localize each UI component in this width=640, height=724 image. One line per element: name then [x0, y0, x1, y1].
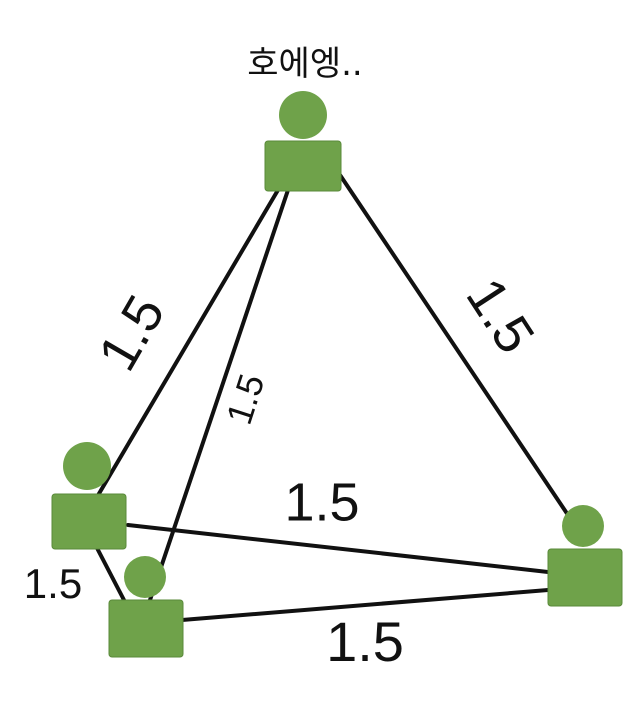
edge-top-right — [336, 170, 570, 517]
edge-label-left-right: 1.5 — [284, 472, 359, 532]
edge-label-top-right: 1.5 — [455, 268, 546, 364]
edge-bottom-left-right — [180, 588, 550, 622]
node-left — [51, 442, 127, 550]
edge-label-bottom-left-right: 1.5 — [326, 610, 404, 673]
node-right — [547, 505, 623, 607]
edge-label-left-bottom-left: 1.5 — [24, 560, 82, 607]
person-icon — [547, 505, 623, 607]
person-icon — [51, 442, 127, 550]
person-icon — [108, 556, 184, 658]
person-icon — [264, 91, 342, 192]
node-top — [264, 91, 342, 192]
node-bottom-left — [108, 556, 184, 658]
edge-top-left — [95, 188, 280, 499]
edges — [95, 170, 570, 622]
edge-left-right — [126, 523, 550, 574]
node-top-label: 호에엥.. — [247, 44, 363, 84]
edge-label-top-left: 1.5 — [87, 286, 177, 381]
edge-left-bottom-left — [95, 546, 127, 604]
